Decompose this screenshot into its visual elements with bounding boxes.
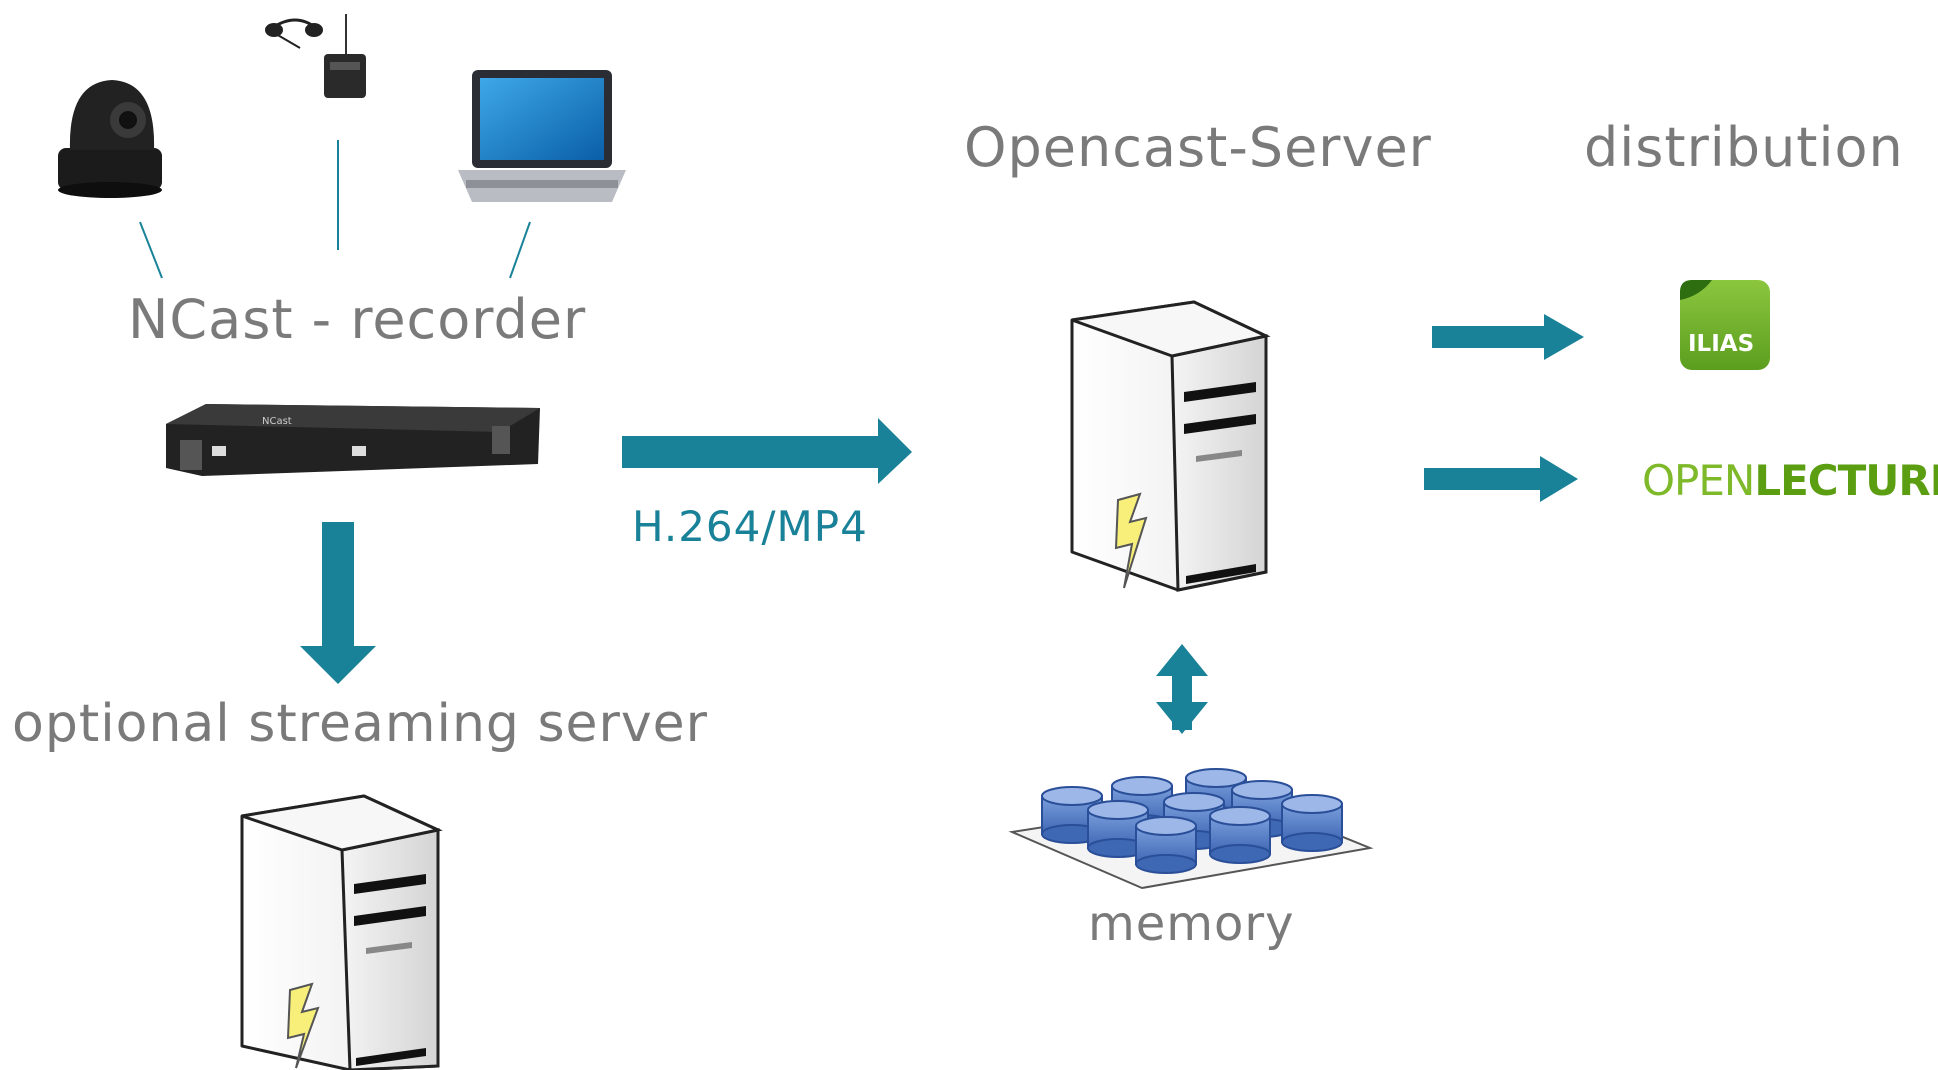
openlecture-prefix: OPEN bbox=[1642, 456, 1755, 505]
rack-recorder-icon: NCast bbox=[166, 404, 540, 476]
openlecture-logo: OPENLECTURE bbox=[1642, 456, 1938, 505]
headset-microphone-icon bbox=[265, 14, 366, 98]
streaming-server-icon bbox=[240, 794, 443, 1070]
storage-disks-icon bbox=[1008, 768, 1374, 890]
distribution-label: distribution bbox=[1584, 116, 1904, 179]
arrow-to-opencast bbox=[622, 418, 912, 484]
server-tower-icon bbox=[1070, 300, 1271, 592]
ptz-camera-icon bbox=[58, 80, 162, 198]
streaming-server-label: optional streaming server bbox=[12, 694, 709, 754]
device-connectors bbox=[139, 140, 531, 279]
opencast-server-label: Opencast-Server bbox=[964, 116, 1432, 179]
recorder-brand-label: NCast bbox=[262, 416, 292, 427]
openlecture-suffix: LECTURE bbox=[1754, 456, 1938, 505]
laptop-icon bbox=[458, 70, 626, 202]
ilias-logo-text: ILIAS bbox=[1688, 331, 1755, 357]
recorder-label: NCast - recorder bbox=[128, 288, 587, 351]
arrow-to-ilias bbox=[1432, 314, 1584, 360]
arrow-server-memory bbox=[1156, 644, 1208, 734]
arrow-to-openlecture bbox=[1424, 456, 1578, 502]
codec-label: H.264/MP4 bbox=[632, 502, 868, 551]
arrow-to-streaming bbox=[300, 522, 376, 684]
memory-label: memory bbox=[1088, 896, 1295, 952]
ilias-logo bbox=[1680, 280, 1770, 370]
